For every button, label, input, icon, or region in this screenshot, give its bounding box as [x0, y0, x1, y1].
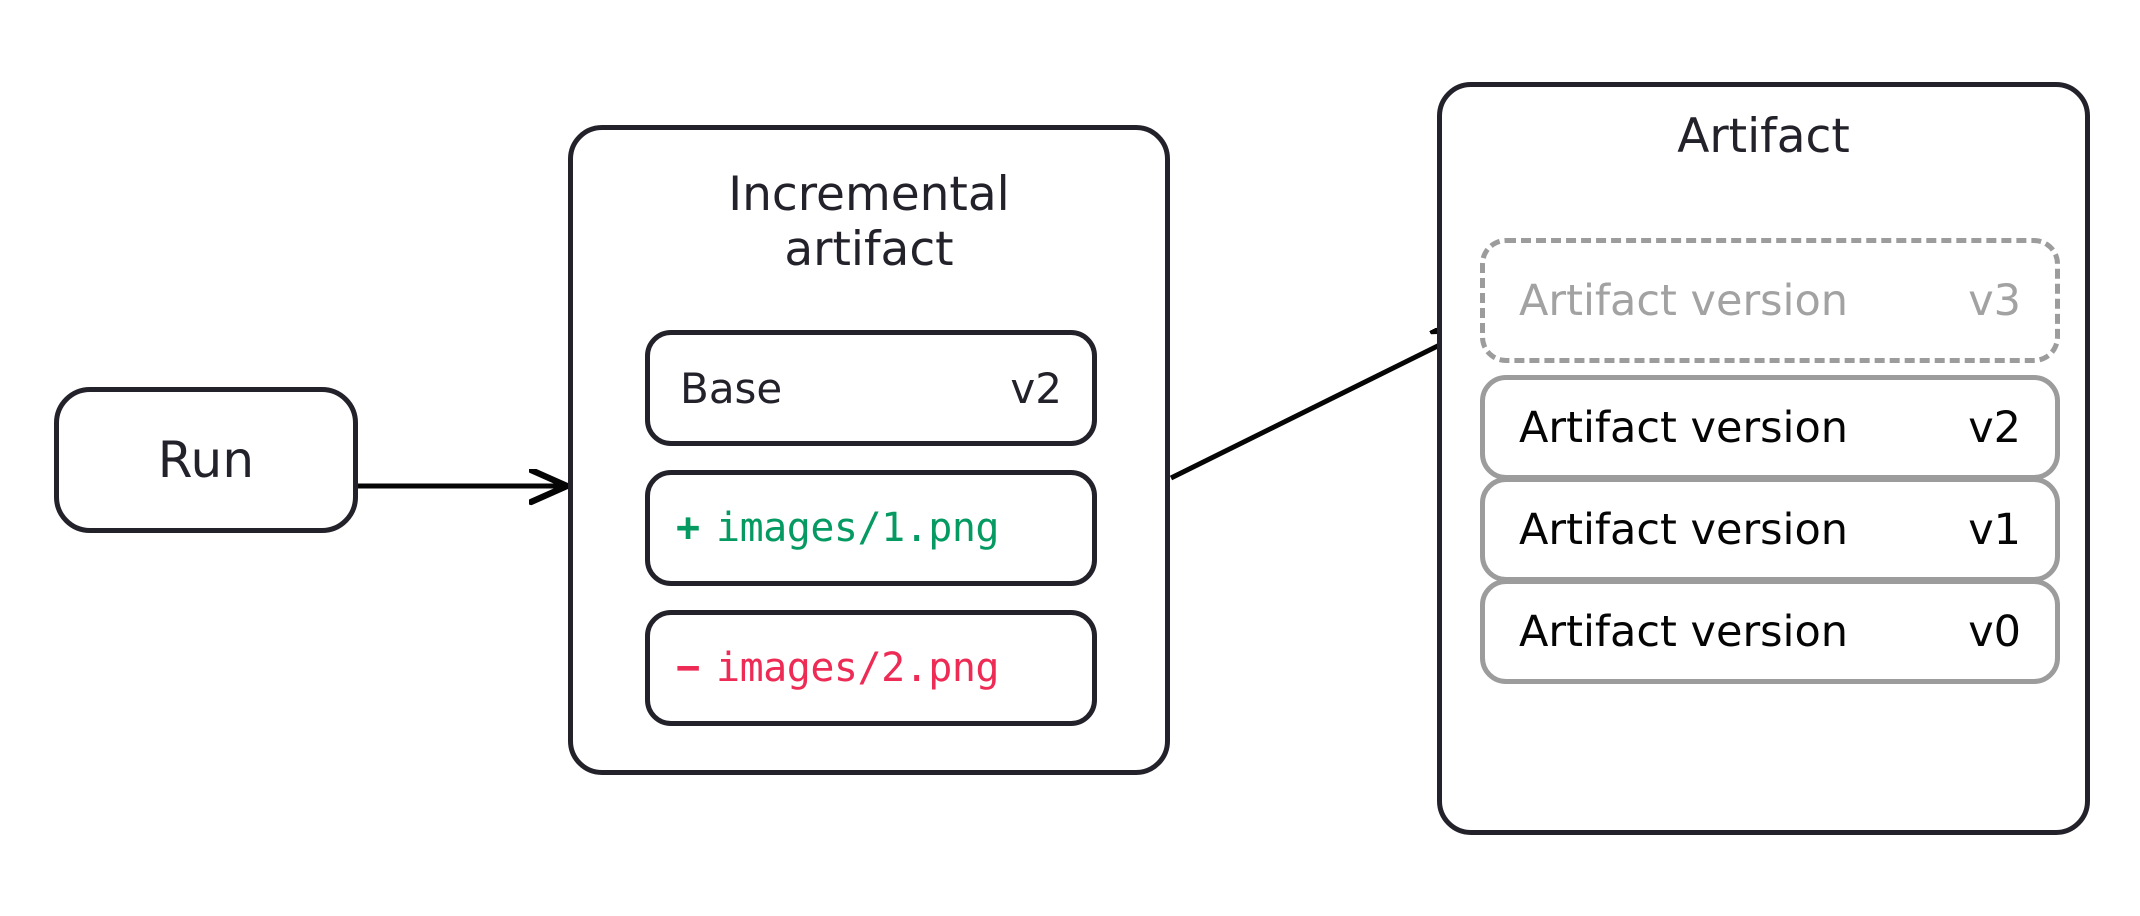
- artifact-version-row-v3[interactable]: Artifact version v3: [1480, 238, 2060, 363]
- artifact-node[interactable]: Artifact Artifact version v3 Artifact ve…: [1437, 82, 2090, 835]
- incremental-row-removed-path: images/2.png: [716, 645, 999, 691]
- run-label: Run: [157, 431, 255, 489]
- incremental-artifact-title: Incremental artifact: [728, 167, 1010, 277]
- artifact-version-row-v0-tag: v0: [1968, 606, 2021, 657]
- artifact-version-row-v1-tag: v1: [1968, 504, 2021, 555]
- incremental-artifact-title-line2: artifact: [784, 221, 954, 277]
- incremental-artifact-title-line1: Incremental: [728, 167, 1010, 222]
- artifact-version-row-v0-name: Artifact version: [1519, 606, 1849, 657]
- artifact-version-row-v3-name: Artifact version: [1519, 275, 1849, 326]
- artifact-version-row-v3-tag: v3: [1968, 275, 2021, 326]
- plus-icon: +: [676, 505, 701, 551]
- minus-icon: −: [676, 645, 701, 691]
- artifact-version-row-v1-name: Artifact version: [1519, 504, 1849, 555]
- incremental-row-removed[interactable]: − images/2.png: [645, 610, 1097, 726]
- incremental-row-base-name: Base: [680, 363, 783, 413]
- incremental-row-added-path: images/1.png: [716, 505, 999, 551]
- arrow-incremental-to-artifact: [1169, 330, 1470, 481]
- run-node[interactable]: Run: [54, 387, 358, 533]
- artifact-version-row-v2-name: Artifact version: [1519, 402, 1849, 453]
- incremental-row-added[interactable]: + images/1.png: [645, 470, 1097, 586]
- incremental-artifact-node[interactable]: Incremental artifact Base v2 + images/1.…: [568, 125, 1170, 775]
- incremental-row-base-version: v2: [1010, 363, 1062, 413]
- incremental-row-base[interactable]: Base v2: [645, 330, 1097, 446]
- artifact-version-row-v2-tag: v2: [1968, 402, 2021, 453]
- artifact-version-row-v0[interactable]: Artifact version v0: [1480, 579, 2060, 684]
- artifact-version-row-v2[interactable]: Artifact version v2: [1480, 375, 2060, 480]
- artifact-version-row-v1[interactable]: Artifact version v1: [1480, 477, 2060, 582]
- artifact-title: Artifact: [1677, 109, 1850, 164]
